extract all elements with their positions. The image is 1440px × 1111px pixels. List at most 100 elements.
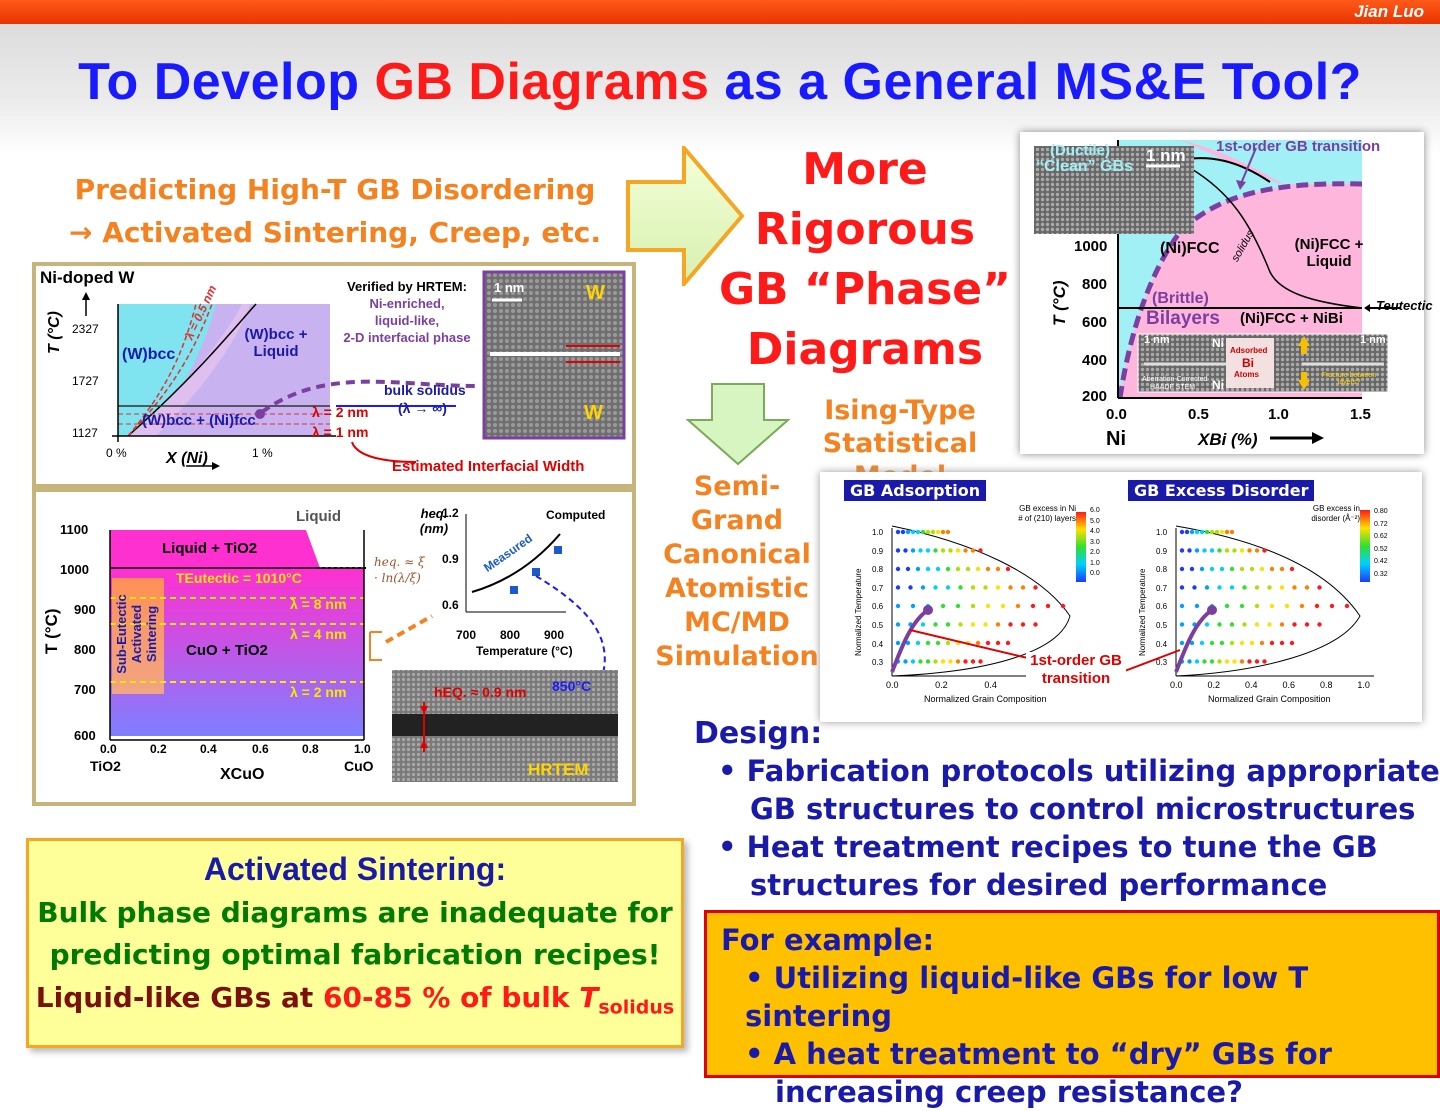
x-tick: 0.2: [150, 742, 167, 756]
left-cbar-line-1: GB excess in Ni: [1019, 504, 1076, 513]
cbar-tick: 3.0: [1090, 538, 1100, 546]
data-point: [1219, 566, 1225, 572]
data-point: [985, 603, 991, 609]
top-bar: [0, 0, 1440, 24]
cbar-tick: 6.0: [1090, 507, 1100, 514]
data-point: [918, 659, 923, 664]
data-point: [900, 529, 906, 535]
data-point: [925, 640, 931, 646]
center-line-4: Diagrams: [746, 324, 984, 375]
title-highlight: GB Diagrams: [374, 53, 710, 111]
design-bullet-1-line-2: GB structures to control microstructures: [750, 792, 1416, 826]
data-point: [1192, 585, 1197, 590]
data-point: [915, 529, 921, 535]
data-point: [1279, 566, 1285, 572]
verified-line-2: Ni-enriched,: [369, 296, 445, 311]
simulation-plots: [890, 510, 1374, 677]
x-tick: 0.0: [886, 680, 899, 690]
data-point: [910, 659, 916, 664]
data-point: [1184, 529, 1190, 535]
data-point: [1219, 529, 1225, 535]
x-tick: 1.0: [1268, 406, 1289, 423]
data-point: [948, 548, 953, 553]
data-point: [903, 548, 908, 553]
data-point: [963, 548, 968, 553]
x-tick: 1.5: [1350, 406, 1371, 423]
data-point: [1269, 640, 1275, 646]
data-point: [1020, 585, 1026, 590]
cbar-tick: 0.52: [1374, 545, 1388, 553]
y-tick: 1127: [72, 426, 98, 440]
lambda-2-label: λ = 2 nm: [290, 684, 347, 700]
data-point: [915, 566, 921, 572]
region-cuo-tio2: CuO + TiO2: [186, 642, 268, 659]
cbar-tick: 0.62: [1374, 533, 1388, 540]
data-point: [958, 585, 963, 590]
sgc-simulation-text: Semi-Grand Canonical Atomistic MC/MD Sim…: [652, 470, 822, 674]
y-tick: 0.3: [872, 658, 884, 668]
ni-bi-gb-phase-diagram: (Ductile) “Clean” GBs 1 nm 1st-order GB …: [1020, 132, 1433, 454]
data-point: [1202, 548, 1207, 553]
data-point: [948, 659, 953, 664]
author-label: Jian Luo: [1354, 2, 1424, 21]
data-point: [1179, 640, 1185, 646]
data-point: [1239, 548, 1245, 553]
fracture-label: Fracture between layers?: [1321, 372, 1377, 386]
data-point: [1304, 622, 1310, 627]
data-point: [978, 548, 983, 553]
x-tick: 0.4: [984, 680, 997, 690]
data-point: [1008, 622, 1013, 627]
data-point: [1217, 622, 1222, 627]
y-tick: 0.4: [1156, 639, 1168, 649]
right-y-axis-label: Normalized Temperature: [1138, 568, 1147, 656]
data-point: [1262, 548, 1267, 553]
design-bullet-1-line-1: Fabrication protocols utilizing appropri…: [746, 754, 1440, 788]
x-tick: 0.4: [200, 742, 217, 756]
scale-bar-label: 1 nm: [494, 280, 525, 295]
x-tick: 0.0: [100, 742, 117, 756]
lambda-4-label: λ = 4 nm: [290, 626, 347, 642]
w-bottom-label: W: [584, 402, 603, 424]
center-line-2: Rigorous: [754, 204, 976, 255]
left-y-axis-label: Normalized Temperature: [854, 568, 863, 656]
transition-line-2: transition: [1041, 670, 1111, 687]
x-axis-label: XCuO: [220, 766, 265, 783]
data-point: [1199, 566, 1205, 572]
region-ni-nibi: (Ni)FCC + NiBi: [1240, 310, 1343, 327]
data-point: [1262, 659, 1267, 664]
data-point: [1219, 640, 1225, 646]
x-tick: 0.0: [1170, 680, 1183, 690]
data-point: [1194, 529, 1200, 535]
y-tick: 900: [74, 602, 96, 617]
verified-line-3: liquid-like,: [374, 313, 440, 328]
y-tick: 0.5: [1156, 620, 1168, 630]
y-tick: 0.9: [872, 546, 884, 556]
activated-body-line-3: Liquid-like GBs at 60-85 % of bulk Tsoli…: [29, 976, 681, 1030]
x-tick: 0.6: [1282, 680, 1295, 690]
data-point: [1202, 659, 1207, 664]
example-heading: For example:: [721, 923, 935, 957]
center-line-3: GB “Phase”: [718, 264, 1012, 315]
left-heading: Predicting High-T GB Disordering → Activ…: [40, 168, 630, 254]
data-point: [935, 640, 941, 646]
data-point: [1299, 603, 1305, 609]
more-rigorous-text: More Rigorous GB “Phase” Diagrams: [700, 140, 1030, 380]
data-point: [1189, 529, 1195, 535]
data-point: [1187, 548, 1192, 553]
inset-x-tick: 800: [500, 628, 521, 642]
lambda-8-label: λ = 8 nm: [290, 596, 347, 612]
cbar-tick: 1.0: [1090, 559, 1100, 567]
data-point: [1292, 585, 1297, 590]
region-liquid: Liquid: [296, 508, 341, 525]
bulk-solidus-label: bulk solidus: [384, 382, 466, 398]
x-tick: 0.2: [1207, 680, 1220, 690]
x-tick: 1 %: [252, 446, 273, 460]
data-point: [903, 659, 908, 664]
data-point: [1194, 548, 1200, 553]
right-cbar-line-1: GB excess in: [1312, 504, 1360, 513]
data-point: [1284, 603, 1290, 609]
x-axis-label: XBi (%): [1198, 430, 1258, 449]
y-tick: 2327: [72, 322, 99, 336]
cbar-tick: 5.0: [1090, 517, 1100, 525]
data-point: [1179, 529, 1185, 535]
